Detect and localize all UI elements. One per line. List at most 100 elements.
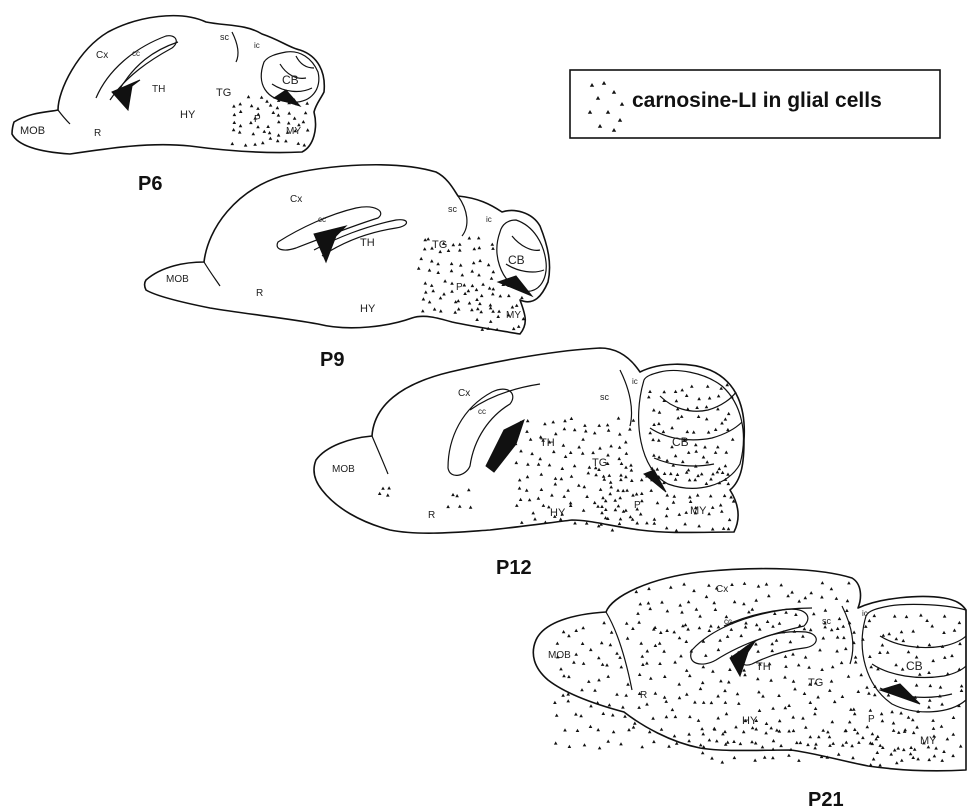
label-mob: MOB [20,125,45,137]
label-p: P [456,282,463,293]
glial-cell-mark [930,624,934,627]
glial-cell-mark [709,624,713,627]
glial-cell-mark [421,309,425,312]
glial-cell-mark [680,415,684,418]
glial-cell-mark [256,125,260,128]
glial-cell-mark [766,620,770,623]
glial-cell-mark [845,741,849,744]
glial-cell-mark [455,494,459,497]
glial-cell-mark [663,675,667,678]
glial-cell-mark [497,310,501,313]
glial-cell-mark [238,102,242,105]
glial-cell-mark [652,408,656,411]
glial-cell-mark [716,694,720,697]
glial-cell-mark [239,124,243,127]
glial-cell-mark [680,610,684,613]
glial-dots-p21 [553,581,963,767]
glial-cell-mark [232,104,236,107]
glial-cell-mark [719,679,723,682]
glial-cell-mark [451,243,455,246]
glial-cell-mark [671,708,675,711]
glial-cell-mark [716,445,720,448]
label-my: MY [506,310,521,321]
glial-cell-mark [705,460,709,463]
glial-cell-mark [828,735,832,738]
glial-cell-mark [854,660,858,663]
glial-cell-mark [798,624,802,627]
glial-cell-mark [608,474,612,477]
glial-cell-mark [678,603,682,606]
glial-cell-mark [835,649,839,652]
glial-cell-mark [618,522,622,525]
glial-cell-mark [653,522,657,525]
label-cx: Cx [458,388,470,399]
glial-cell-mark [548,463,552,466]
glial-cell-mark [593,501,597,504]
glial-cell-mark [645,521,649,524]
glial-cell-mark [683,522,687,525]
glial-cell-mark [641,655,645,658]
glial-cell-mark [612,730,616,733]
glial-cell-mark [476,307,480,310]
glial-cell-mark [561,467,565,470]
glial-cell-mark [712,601,716,604]
glial-cell-mark [725,712,729,715]
glial-cell-mark [587,471,591,474]
glial-cell-mark [845,609,849,612]
glial-cell-mark [518,478,522,481]
glial-cell-mark [793,687,797,690]
glial-cell-mark [463,292,467,295]
glial-cell-mark [491,247,495,250]
glial-cell-mark [276,139,280,142]
glial-cell-mark [663,472,667,475]
glial-cell-mark [950,654,954,657]
glial-cell-mark [911,718,915,721]
glial-cell-mark [933,754,937,757]
glial-cell-mark [585,495,589,498]
glial-cell-mark [878,744,882,747]
glial-cell-mark [562,495,566,498]
glial-cell-mark [606,740,610,743]
glial-cell-mark [602,475,606,478]
glial-cell-mark [717,394,721,397]
glial-cell-mark [266,125,270,128]
glial-cell-mark [952,733,956,736]
glial-cell-mark [563,427,567,430]
glial-cell-mark [256,107,260,110]
glial-cell-mark [657,455,661,458]
glial-cell-mark [567,675,571,678]
glial-cell-mark [580,688,584,691]
glial-cell-mark [252,132,256,135]
glial-cell-mark [946,737,950,740]
glial-cell-mark [892,729,896,732]
glial-cell-mark [881,643,885,646]
glial-cell-mark [756,650,760,653]
glial-cell-mark [472,261,476,264]
glial-cell-mark [694,450,698,453]
glial-cell-mark [716,407,720,410]
glial-cell-mark [721,471,725,474]
glial-cell-mark [489,306,493,309]
label-my: MY [690,505,707,517]
label-tg: TG [216,87,231,99]
glial-cell-mark [604,499,608,502]
glial-cell-mark [544,521,548,524]
glial-cell-mark [453,311,457,314]
glial-cell-mark [652,423,656,426]
glial-cell-mark [479,310,483,313]
glial-cell-mark [684,511,688,514]
glial-cell-mark [477,246,481,249]
glial-cell-mark [611,528,615,531]
glial-cell-mark [716,470,720,473]
glial-cell-mark [426,237,430,240]
glial-cell-mark [648,607,652,610]
glial-cell-mark [627,728,631,731]
glial-cell-mark [277,120,281,123]
glial-cell-mark [876,735,880,738]
glial-cell-mark [610,631,614,634]
glial-cell-mark [894,679,898,682]
glial-cell-mark [608,492,612,495]
glial-cell-mark [703,445,707,448]
glial-cell-mark [674,390,678,393]
glial-cell-mark [678,513,682,516]
